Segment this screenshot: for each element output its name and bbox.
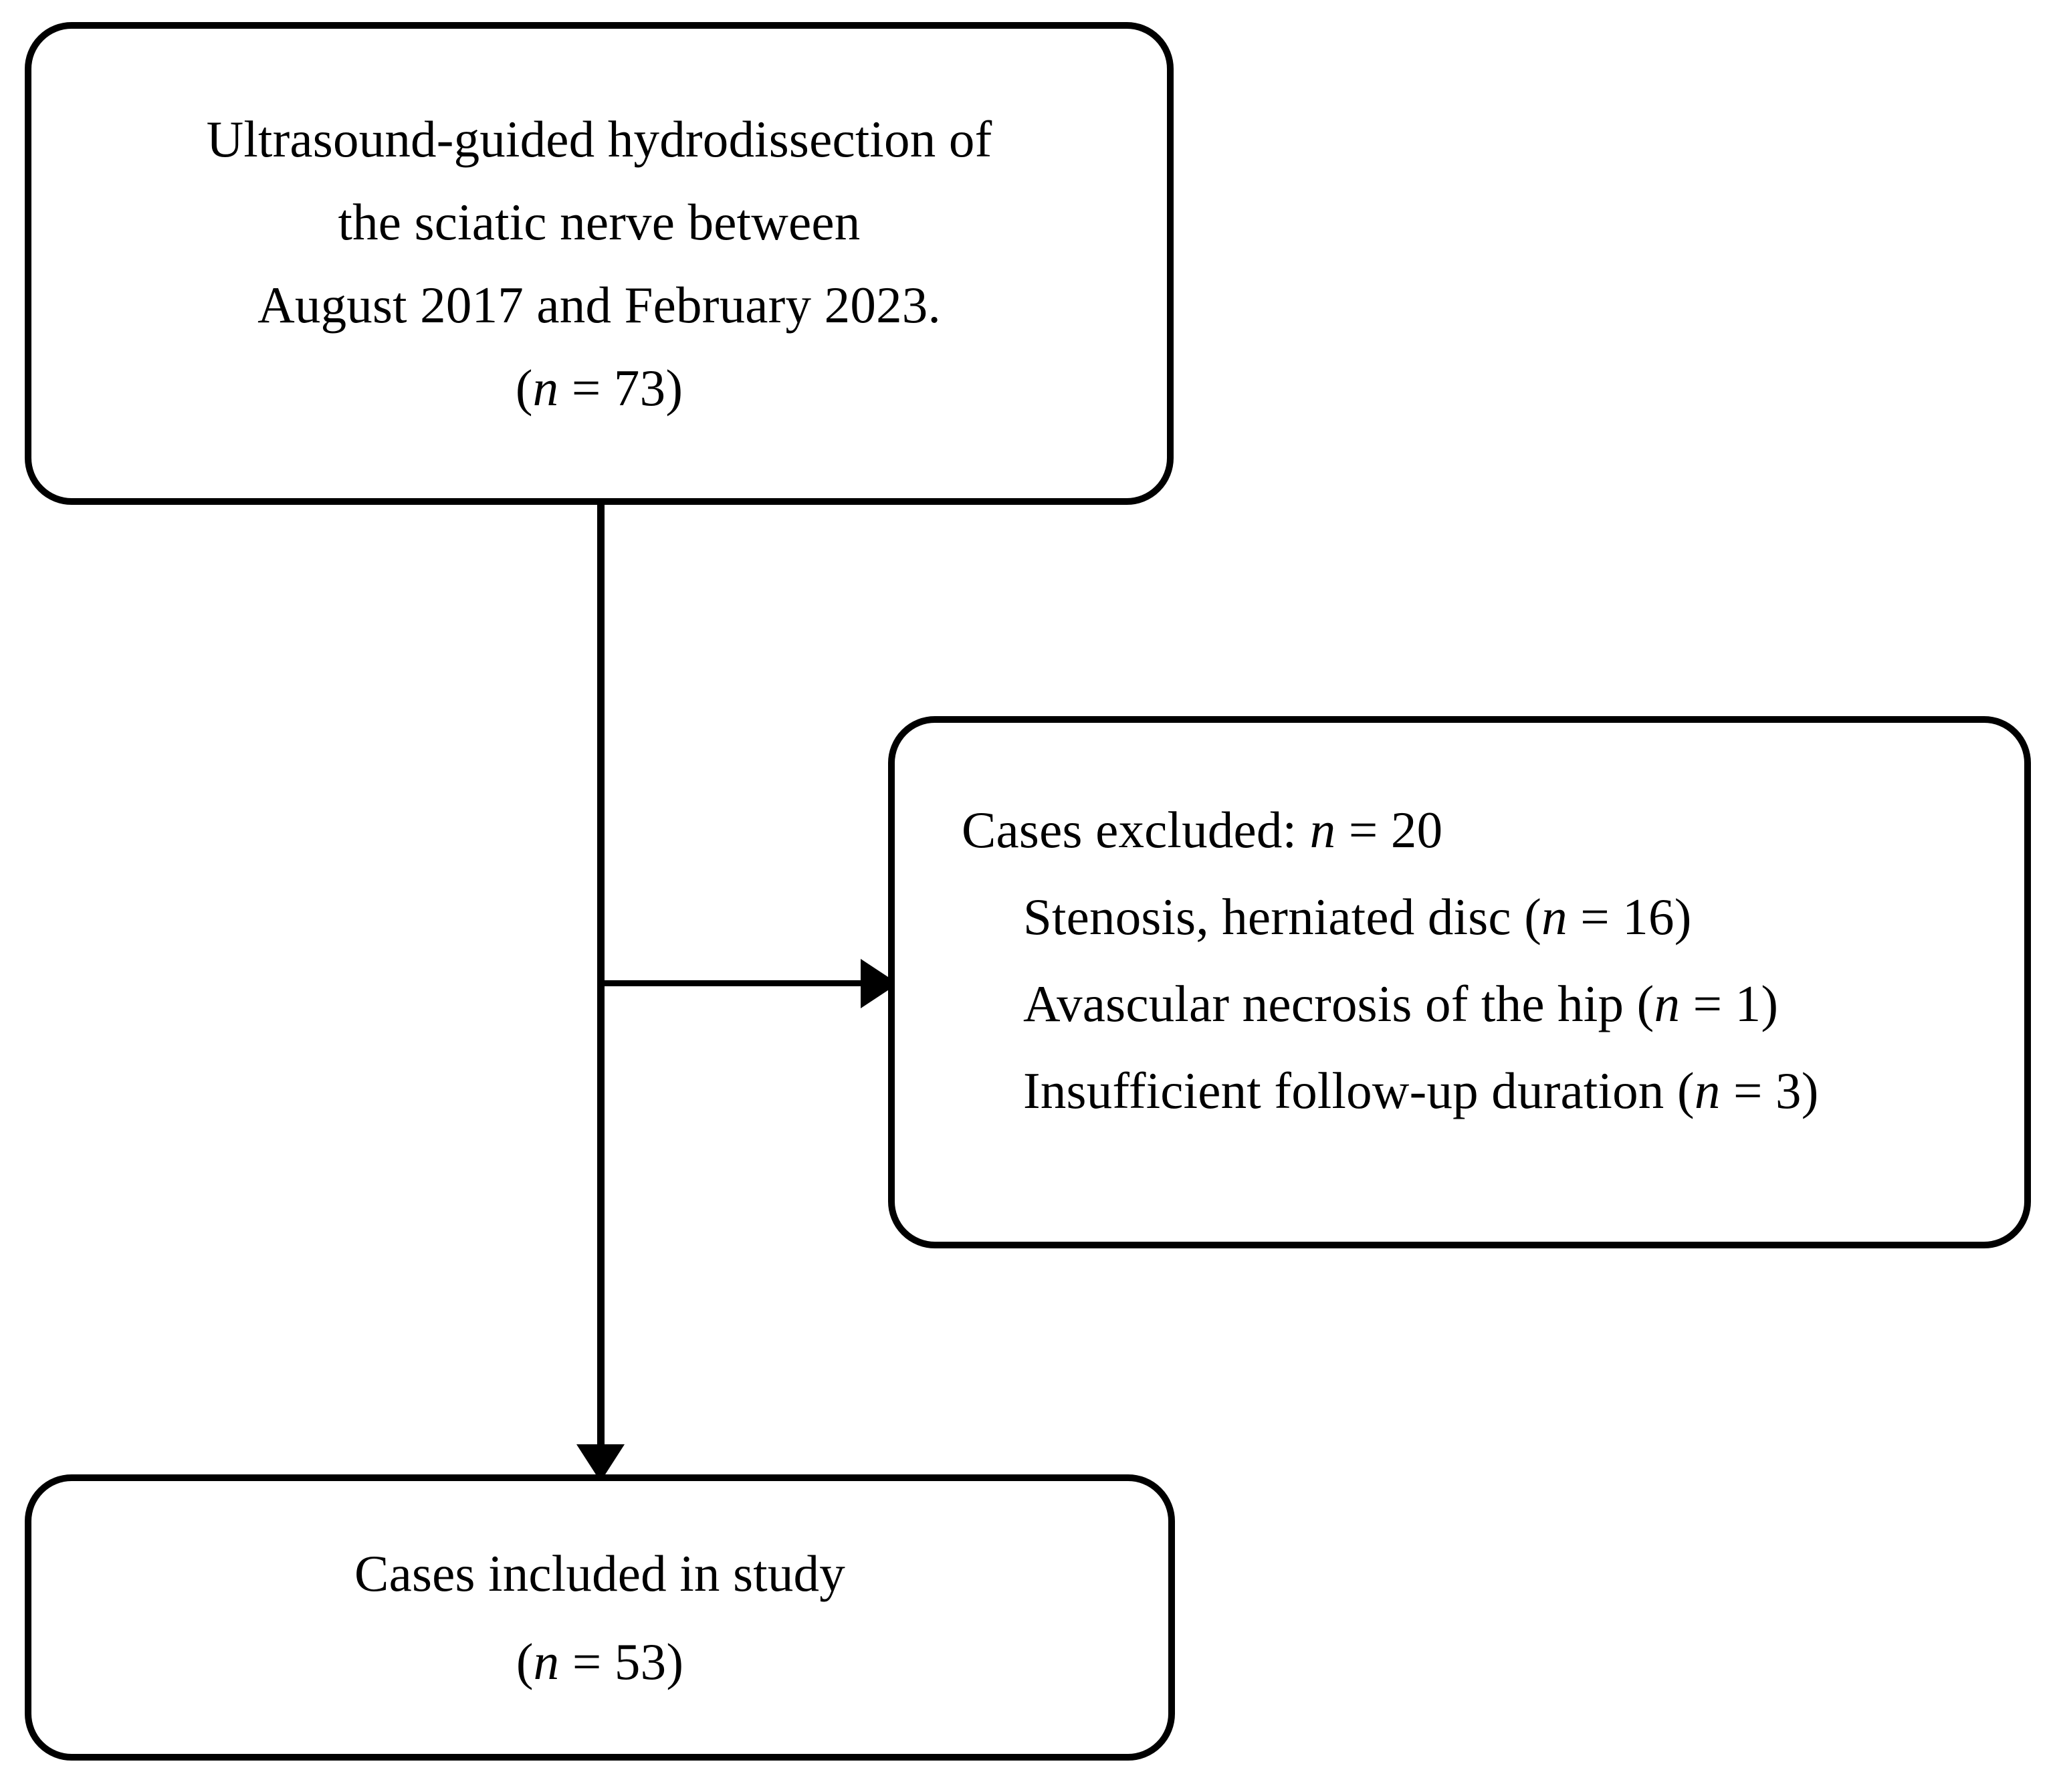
included-count-value: 53 — [614, 1632, 667, 1690]
exclusion-reason-3-close: ) — [1801, 1062, 1819, 1119]
exclusion-reason-2-symbol: n — [1654, 975, 1681, 1032]
source-count-eq: = — [558, 358, 614, 417]
exclusion-reason-2-eq: = — [1680, 975, 1735, 1032]
exclusion-reason-2-open: ( — [1636, 975, 1654, 1032]
included-count-line: (n = 53) — [516, 1636, 683, 1688]
excluded-heading-label: Cases excluded: — [962, 801, 1310, 859]
source-count-close: ) — [665, 358, 683, 417]
vertical-flow-line — [597, 501, 605, 1479]
source-line-1: Ultrasound-guided hydrodissection of — [206, 110, 992, 168]
exclusion-reason-1-close: ) — [1674, 888, 1692, 945]
source-count-line: (n = 73) — [516, 362, 683, 414]
exclusion-reason-3-open: ( — [1677, 1062, 1695, 1119]
excluded-heading: Cases excluded: n = 20 — [962, 804, 1442, 856]
included-count-eq: = — [559, 1632, 615, 1690]
exclusion-reason-3-eq: = — [1720, 1062, 1776, 1119]
exclusion-reason-2-close: ) — [1761, 975, 1779, 1032]
excluded-heading-value: 20 — [1390, 801, 1443, 859]
included-count-close: ) — [666, 1632, 684, 1690]
exclusion-reason-2-label: Avascular necrosis of the hip — [1023, 975, 1637, 1032]
excluded-heading-eq: = — [1335, 801, 1391, 859]
exclusion-reason-1: Stenosis, herniated disc (n = 16) — [962, 891, 1692, 943]
exclusion-reason-1-symbol: n — [1541, 888, 1568, 945]
source-count-symbol: n — [532, 358, 559, 417]
source-line-2: the sciatic nerve between — [338, 193, 861, 251]
exclusion-reason-1-eq: = — [1567, 888, 1623, 945]
exclusion-reason-3-label: Insufficient follow-up duration — [1023, 1062, 1677, 1119]
exclusion-reason-1-open: ( — [1524, 888, 1542, 945]
included-cases-box: Cases included in study (n = 53) — [25, 1474, 1175, 1761]
included-line-1: Cases included in study — [354, 1544, 845, 1602]
exclusion-reason-3-value: 3 — [1775, 1062, 1802, 1119]
exclusion-reason-3-symbol: n — [1694, 1062, 1721, 1119]
exclusion-reason-3: Insufficient follow-up duration (n = 3) — [962, 1065, 1819, 1117]
included-count-symbol: n — [533, 1632, 560, 1690]
excluded-cases-box: Cases excluded: n = 20 Stenosis, herniat… — [888, 716, 2031, 1248]
included-count-open: ( — [516, 1632, 534, 1690]
excluded-heading-symbol: n — [1309, 801, 1336, 859]
source-count-open: ( — [515, 358, 533, 417]
source-count-value: 73 — [613, 358, 666, 417]
source-cohort-box: Ultrasound-guided hydrodissection of the… — [25, 22, 1174, 505]
exclusion-reason-1-label: Stenosis, herniated disc — [1023, 888, 1525, 945]
exclusion-reason-1-value: 16 — [1622, 888, 1674, 945]
exclusion-reason-2: Avascular necrosis of the hip (n = 1) — [962, 978, 1778, 1030]
exclusion-branch-line — [601, 980, 895, 986]
exclusion-reason-2-value: 1 — [1735, 975, 1761, 1032]
source-line-3: August 2017 and February 2023. — [257, 275, 941, 334]
